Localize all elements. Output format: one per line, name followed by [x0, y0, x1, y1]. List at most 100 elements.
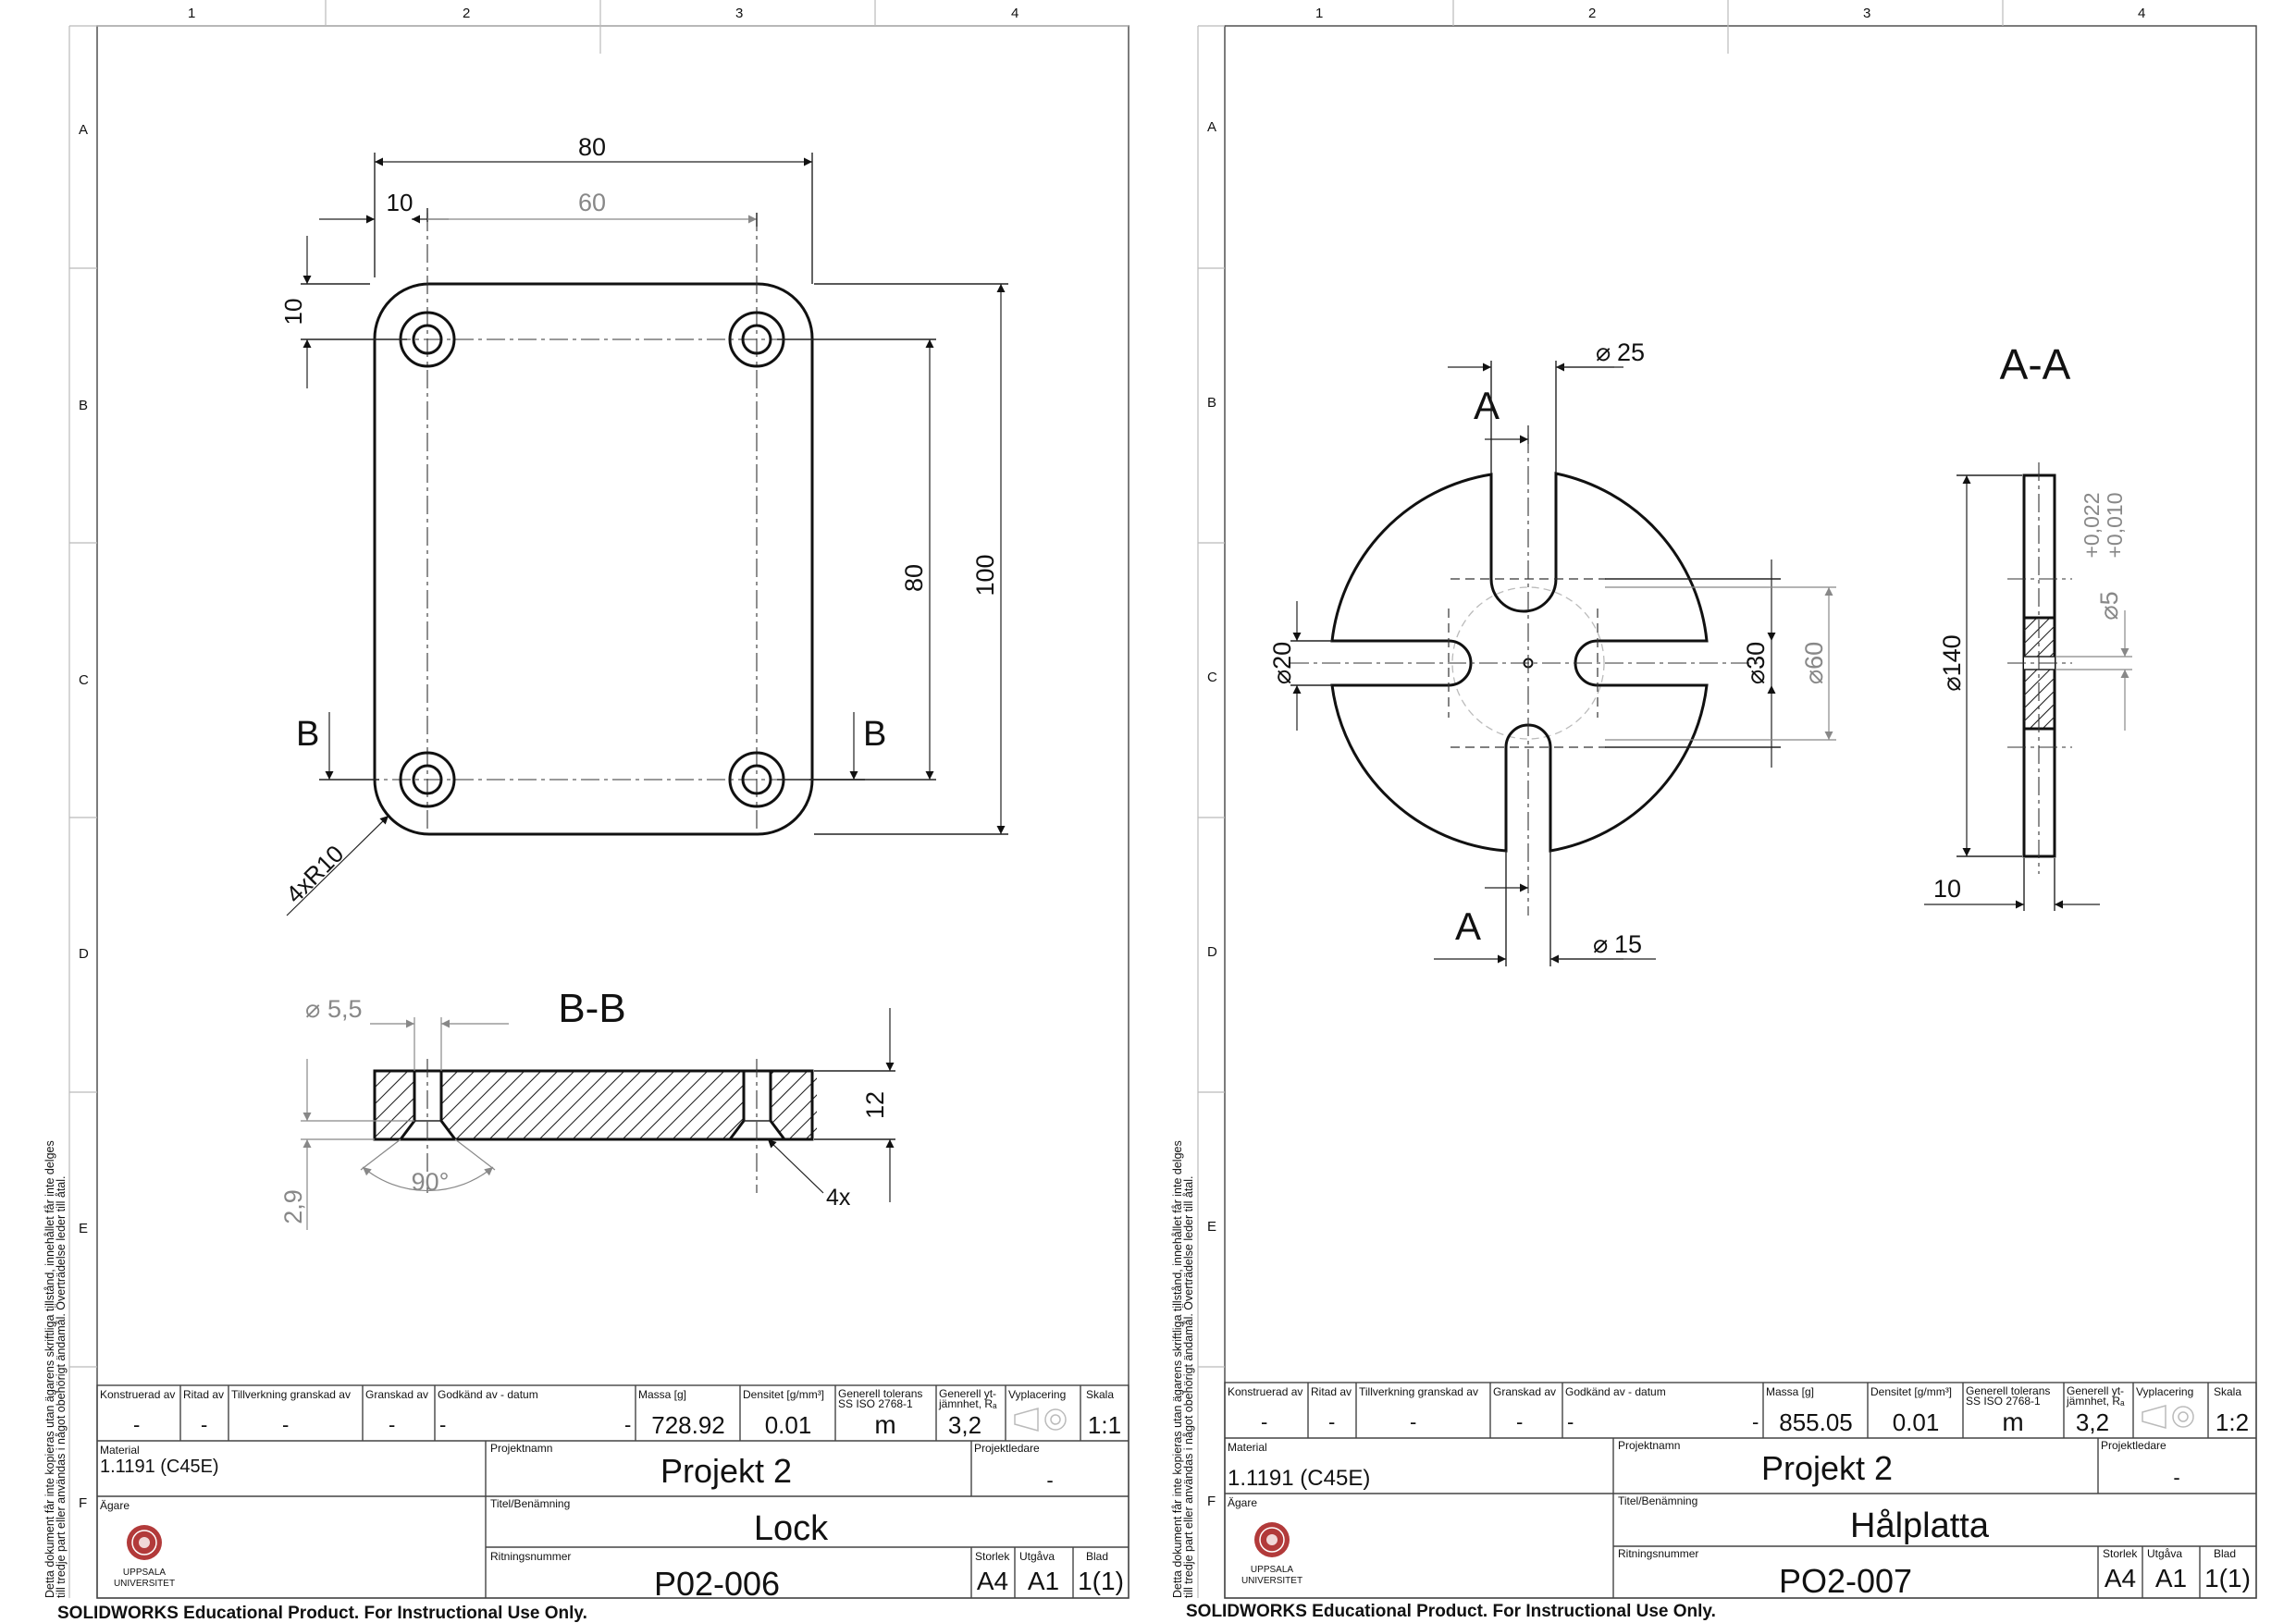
- label-ytjamnhet-2: jämnhet, Rₐ: [938, 1397, 997, 1410]
- zone-row-d: D: [79, 946, 89, 962]
- label-storlek-2: Storlek: [2103, 1547, 2138, 1560]
- label-titel: Titel/Benämning: [490, 1497, 570, 1510]
- university-name-1-2: UPPSALA: [1251, 1565, 1293, 1575]
- value-ritad-2: -: [1328, 1410, 1335, 1433]
- dim-countersink-angle: 90°: [412, 1168, 450, 1196]
- dim-countersink-depth: 2,9: [279, 1189, 307, 1224]
- value-godkand-date: -: [624, 1413, 631, 1436]
- value-tillverkning-2: -: [1410, 1410, 1416, 1433]
- university-name-2-2: UNIVERSITET: [1241, 1576, 1302, 1586]
- label-granskad: Granskad av: [365, 1388, 428, 1401]
- value-skala: 1:1: [1088, 1411, 1121, 1439]
- halplatta-section-view: A-A ⌀140 ⌀5 +0,010 +0,022 10: [1924, 340, 2132, 911]
- zone-row-c-sheet-2: C: [1207, 670, 1217, 685]
- halplatta-front-view: A A ⌀ 25 ⌀ 15 ⌀20 ⌀30: [1268, 338, 1836, 966]
- dim-slot-15-value: 15: [1614, 930, 1642, 958]
- value-godkand: -: [439, 1413, 446, 1436]
- zone-col-4: 4: [1011, 6, 1018, 21]
- label-godkand-2: Godkänd av - datum: [1565, 1385, 1666, 1398]
- label-ritningsnummer-2: Ritningsnummer: [1618, 1547, 1698, 1560]
- zone-col-2: 2: [463, 6, 470, 21]
- label-godkand: Godkänd av - datum: [438, 1388, 538, 1401]
- value-ritningsnummer: P02-006: [654, 1565, 780, 1603]
- label-agare: Ägare: [100, 1499, 130, 1512]
- zone-col-3: 3: [735, 6, 743, 21]
- value-tolerans: m: [874, 1410, 895, 1439]
- lock-section-view: B-B ⌀ 5,5 12 2,9: [279, 986, 895, 1230]
- label-tolerans-1: Generell tolerans: [838, 1387, 922, 1400]
- value-projektledare: -: [1046, 1469, 1053, 1492]
- value-material-2: 1.1191 (C45E): [1228, 1466, 1370, 1491]
- label-tillverkning-2: Tillverkning granskad av: [1359, 1385, 1478, 1398]
- value-ritad: -: [201, 1413, 207, 1436]
- value-ytjamnhet-2: 3,2: [2076, 1408, 2109, 1436]
- section-marker-a-top: A: [1474, 384, 1500, 427]
- label-material: Material: [100, 1444, 140, 1457]
- projection-symbol-icon: [1014, 1408, 1067, 1432]
- section-title-b-b: B-B: [558, 986, 625, 1031]
- zone-col-4-sheet-2: 4: [2138, 6, 2145, 21]
- label-densitet: Densitet [g/mm³]: [743, 1388, 824, 1401]
- zone-col-3-sheet-2: 3: [1863, 6, 1870, 21]
- value-blad: 1(1): [1078, 1567, 1124, 1595]
- copyright-notice-line-2: till tredje part eller användas i något …: [55, 1175, 68, 1598]
- dim-thickness-12: 12: [861, 1091, 889, 1119]
- label-blad-2: Blad: [2214, 1547, 2236, 1560]
- dim-tol-upper: +0,022: [2080, 493, 2104, 559]
- value-blad-2: 1(1): [2204, 1564, 2251, 1592]
- zone-row-b: B: [79, 398, 88, 413]
- dim-thickness-10: 10: [1933, 875, 1961, 903]
- value-densitet: 0.01: [765, 1411, 812, 1439]
- dim-width-80: 80: [578, 133, 606, 161]
- zone-row-f: F: [79, 1495, 87, 1511]
- value-massa: 728.92: [651, 1411, 725, 1439]
- university-seal-icon-2: [1254, 1522, 1290, 1557]
- label-projektledare: Projektledare: [974, 1442, 1040, 1455]
- sheet-2-title-block: Konstruerad av Ritad av Tillverkning gra…: [1224, 1382, 2257, 1600]
- zone-row-a: A: [79, 122, 88, 138]
- label-skala: Skala: [1086, 1388, 1114, 1401]
- section-title-a-a: A-A: [2000, 340, 2071, 388]
- value-massa-2: 855.05: [1779, 1408, 1853, 1436]
- dim-slot-25: ⌀: [1596, 338, 1611, 366]
- label-ytjamnhet-1-2: Generell yt-: [2067, 1384, 2124, 1397]
- label-material-2: Material: [1228, 1441, 1267, 1454]
- value-konstruerad-2: -: [1261, 1410, 1267, 1433]
- section-marker-b-right: B: [863, 715, 886, 754]
- dim-hole-dia-prefix: ⌀: [305, 995, 320, 1023]
- dim-dia-140: ⌀140: [1938, 634, 1966, 691]
- label-ytjamnhet-1: Generell yt-: [939, 1387, 996, 1400]
- sheet-1-title-block: Konstruerad av Ritad av Tillverkning gra…: [96, 1384, 1129, 1603]
- label-blad: Blad: [1086, 1550, 1108, 1563]
- lock-holes: [399, 311, 785, 808]
- copyright-notice-line-1: Detta dokument får inte kopieras utan äg…: [43, 1140, 56, 1598]
- zone-row-b-sheet-2: B: [1207, 395, 1216, 411]
- zone-col-1-sheet-2: 1: [1315, 6, 1323, 21]
- value-ytjamnhet: 3,2: [948, 1411, 981, 1439]
- section-marker-a-bottom: A: [1455, 904, 1481, 948]
- copyright-notice-line-2-sheet-2: till tredje part eller användas i något …: [1182, 1175, 1195, 1598]
- label-tolerans-2: SS ISO 2768-1: [838, 1397, 913, 1410]
- lock-plan-view: 80 10 60 10 80 100 4xR10 B B: [279, 133, 1008, 916]
- dim-slot-15: ⌀: [1593, 930, 1608, 958]
- zone-col-1: 1: [188, 6, 195, 21]
- dim-spacing-80: 80: [900, 564, 928, 592]
- value-projektledare-2: -: [2173, 1466, 2179, 1489]
- dim-dia-30: ⌀30: [1742, 642, 1770, 684]
- label-tolerans-2-2: SS ISO 2768-1: [1966, 1395, 2041, 1408]
- zone-row-e-sheet-2: E: [1207, 1219, 1216, 1235]
- footer-notice-2: SOLIDWORKS Educational Product. For Inst…: [1186, 1602, 1716, 1621]
- label-storlek: Storlek: [975, 1550, 1010, 1563]
- value-storlek: A4: [977, 1567, 1008, 1595]
- value-titel-2: Hålplatta: [1850, 1506, 1990, 1545]
- label-ritad-2: Ritad av: [1311, 1385, 1352, 1398]
- zone-row-f-sheet-2: F: [1207, 1494, 1216, 1509]
- label-skala-2: Skala: [2214, 1385, 2241, 1398]
- dim-slot-25-value: 25: [1617, 338, 1645, 366]
- sheet-1-frame: 1 2 3 4 A B C D E F Detta dokument får i…: [43, 0, 1129, 1599]
- dim-count-4x: 4x: [826, 1185, 851, 1211]
- label-projektnamn-2: Projektnamn: [1618, 1439, 1680, 1452]
- zone-row-e: E: [79, 1221, 88, 1236]
- label-densitet-2: Densitet [g/mm³]: [1870, 1385, 1952, 1398]
